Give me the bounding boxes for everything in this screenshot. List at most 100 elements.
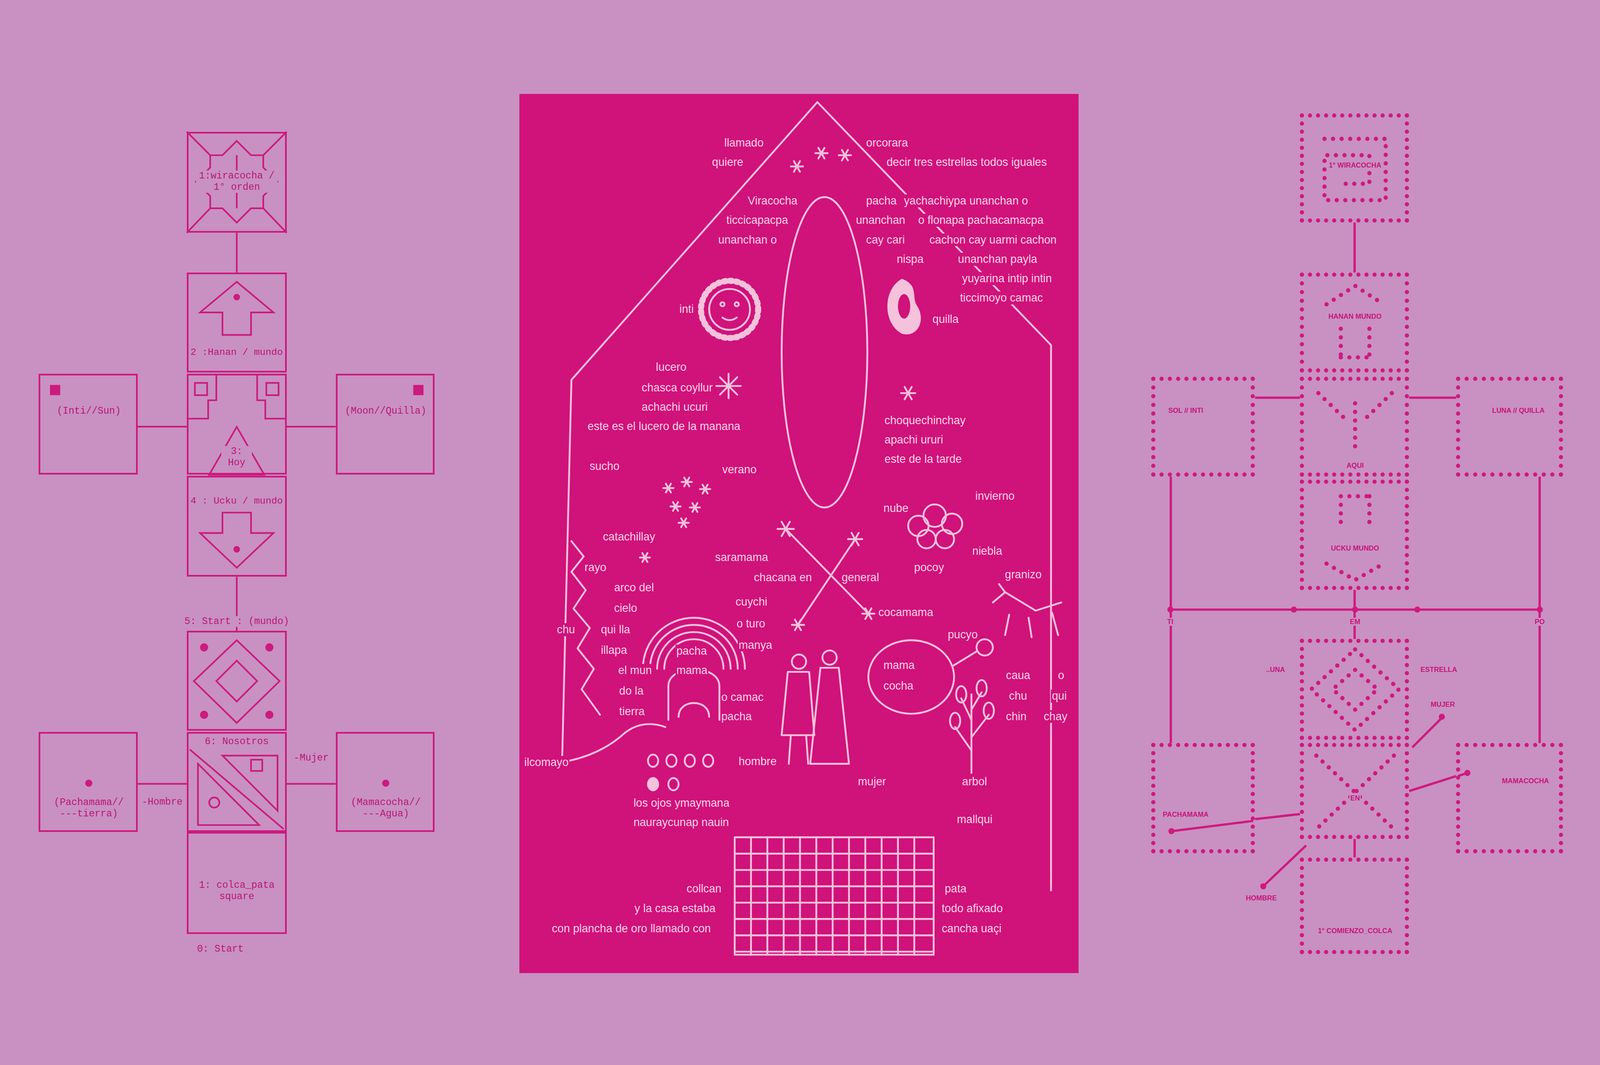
illustration-label: chu bbox=[556, 623, 577, 637]
diagram-label: 4 : Ucku / mundo bbox=[189, 495, 284, 507]
cosmology-drawing bbox=[953, 651, 977, 666]
node-label: EN bbox=[1349, 793, 1361, 802]
cosmology-drawing bbox=[684, 754, 695, 767]
left-glyph bbox=[186, 373, 287, 419]
illustration-label: qui lla bbox=[599, 623, 632, 637]
dotted-glyph bbox=[1326, 496, 1384, 580]
node-label: SOL // INTI bbox=[1167, 406, 1205, 415]
illustration-label: mama bbox=[882, 658, 916, 672]
dotted-box: AQUI bbox=[1299, 376, 1409, 477]
cosmology-drawing bbox=[562, 102, 1051, 891]
illustration-label: niebla bbox=[971, 544, 1003, 558]
illustration-label: orcorara bbox=[865, 136, 909, 150]
illustration-label: todo afixado bbox=[940, 901, 1004, 915]
illustration-label: unanchan o bbox=[717, 233, 778, 247]
cosmology-drawing bbox=[666, 754, 677, 767]
illustration-label: cocha bbox=[882, 679, 914, 693]
illustration-label: chacana en bbox=[753, 570, 813, 584]
illustration-label: cay cari bbox=[865, 233, 906, 247]
left-glyph bbox=[413, 384, 424, 396]
illustration-label: cocamama bbox=[877, 605, 935, 619]
square-box: 2 :Hanan / mundo bbox=[186, 272, 287, 373]
cosmology-drawing bbox=[709, 288, 750, 330]
illustration-label: cancha uaçi bbox=[940, 921, 1003, 935]
left-glyph bbox=[199, 710, 208, 719]
node-label: UCKU MUNDO bbox=[1330, 544, 1381, 553]
dotted-box: PACHAMAMA bbox=[1151, 742, 1256, 853]
dotted-glyph bbox=[1311, 649, 1399, 730]
cosmology-drawing bbox=[976, 679, 987, 697]
left-glyph bbox=[251, 759, 263, 771]
square-box: 4 : Ucku / mundo bbox=[186, 475, 287, 577]
illustration-label: o bbox=[1057, 668, 1066, 682]
illustration-label: cuychi bbox=[734, 595, 769, 609]
cosmology-drawing bbox=[668, 777, 679, 791]
left-glyph bbox=[199, 512, 274, 568]
illustration-label: saramama bbox=[714, 550, 769, 564]
illustration-label: manya bbox=[737, 638, 773, 652]
square-box: (Mamacocha// ---Agua) bbox=[335, 731, 435, 832]
edge-label: -Hombre bbox=[141, 796, 184, 808]
square-box: (Pachamama// ---tierra) bbox=[38, 731, 138, 832]
illustration-label: rayo bbox=[583, 560, 608, 574]
diagram-label: 3: Hoy bbox=[221, 445, 252, 469]
cosmology-drawing bbox=[703, 754, 714, 767]
illustration-label: ilcomayo bbox=[523, 755, 570, 769]
dotted-box: ..UNAESTRELLA bbox=[1299, 638, 1409, 740]
illustration-label: choquechinchay bbox=[883, 413, 967, 427]
node-label: HANAN MUNDO bbox=[1327, 312, 1383, 321]
junction-dot bbox=[1168, 827, 1175, 835]
left-glyph bbox=[265, 643, 274, 652]
illustration-label: llamado bbox=[723, 136, 765, 150]
cosmology-drawing bbox=[822, 650, 837, 665]
left-glyph bbox=[265, 710, 274, 719]
left-glyph bbox=[233, 293, 241, 301]
cosmology-drawing bbox=[791, 654, 807, 669]
connector-line bbox=[286, 425, 336, 428]
cosmology-drawing bbox=[955, 686, 967, 703]
illustration-label: o turo bbox=[735, 617, 766, 631]
illustration-label: chu bbox=[1008, 689, 1028, 703]
left-glyph bbox=[209, 426, 265, 475]
cosmology-drawing bbox=[790, 147, 852, 172]
diagram-label: (Moon//Quilla) bbox=[344, 405, 428, 417]
illustration-label: ticcicapacpa bbox=[725, 213, 789, 227]
node-label: MUJER bbox=[1429, 700, 1456, 709]
cosmology-drawing bbox=[888, 279, 920, 334]
dotted-box: EN bbox=[1299, 742, 1409, 839]
left-glyph bbox=[199, 281, 274, 335]
illustration-label: mama bbox=[675, 663, 709, 677]
dotted-glyph bbox=[1311, 138, 1399, 830]
node-label: AQUI bbox=[1345, 461, 1365, 470]
connector-line bbox=[1409, 396, 1457, 399]
left-glyph bbox=[85, 779, 93, 787]
illustration-label: con plancha de oro llamado con bbox=[550, 921, 712, 935]
illustration-label: los ojos ymaymana bbox=[632, 796, 731, 810]
cosmology-drawing bbox=[642, 617, 745, 669]
left-glyph bbox=[186, 131, 287, 234]
cosmology-drawing bbox=[935, 529, 955, 549]
left-glyph bbox=[266, 382, 279, 396]
cosmology-drawing bbox=[647, 754, 658, 767]
illustration-label: sucho bbox=[588, 459, 621, 473]
illustration-label: el mun bbox=[617, 663, 653, 677]
illustration-label: Viracocha bbox=[746, 194, 799, 208]
dotted-box: MAMACOCHA bbox=[1455, 742, 1564, 853]
connector-line bbox=[1409, 775, 1457, 791]
diagram-label: 5: Start : (mundo) bbox=[183, 615, 290, 628]
illustration-label: este es el lucero de la manana bbox=[586, 419, 742, 433]
connector-line bbox=[1353, 222, 1357, 273]
cosmology-drawing bbox=[983, 702, 994, 719]
connector-line bbox=[1353, 589, 1357, 639]
edge-label: -Mujer bbox=[293, 752, 330, 764]
illustration-label: lucero bbox=[654, 360, 688, 374]
left-glyph bbox=[49, 384, 61, 396]
node-label: PO bbox=[1534, 617, 1546, 626]
node-label: ..UNA bbox=[1265, 665, 1286, 674]
dotted-box: HANAN MUNDO bbox=[1299, 272, 1409, 373]
cosmology-drawing bbox=[908, 515, 929, 537]
illustration-label: inti bbox=[678, 302, 695, 316]
